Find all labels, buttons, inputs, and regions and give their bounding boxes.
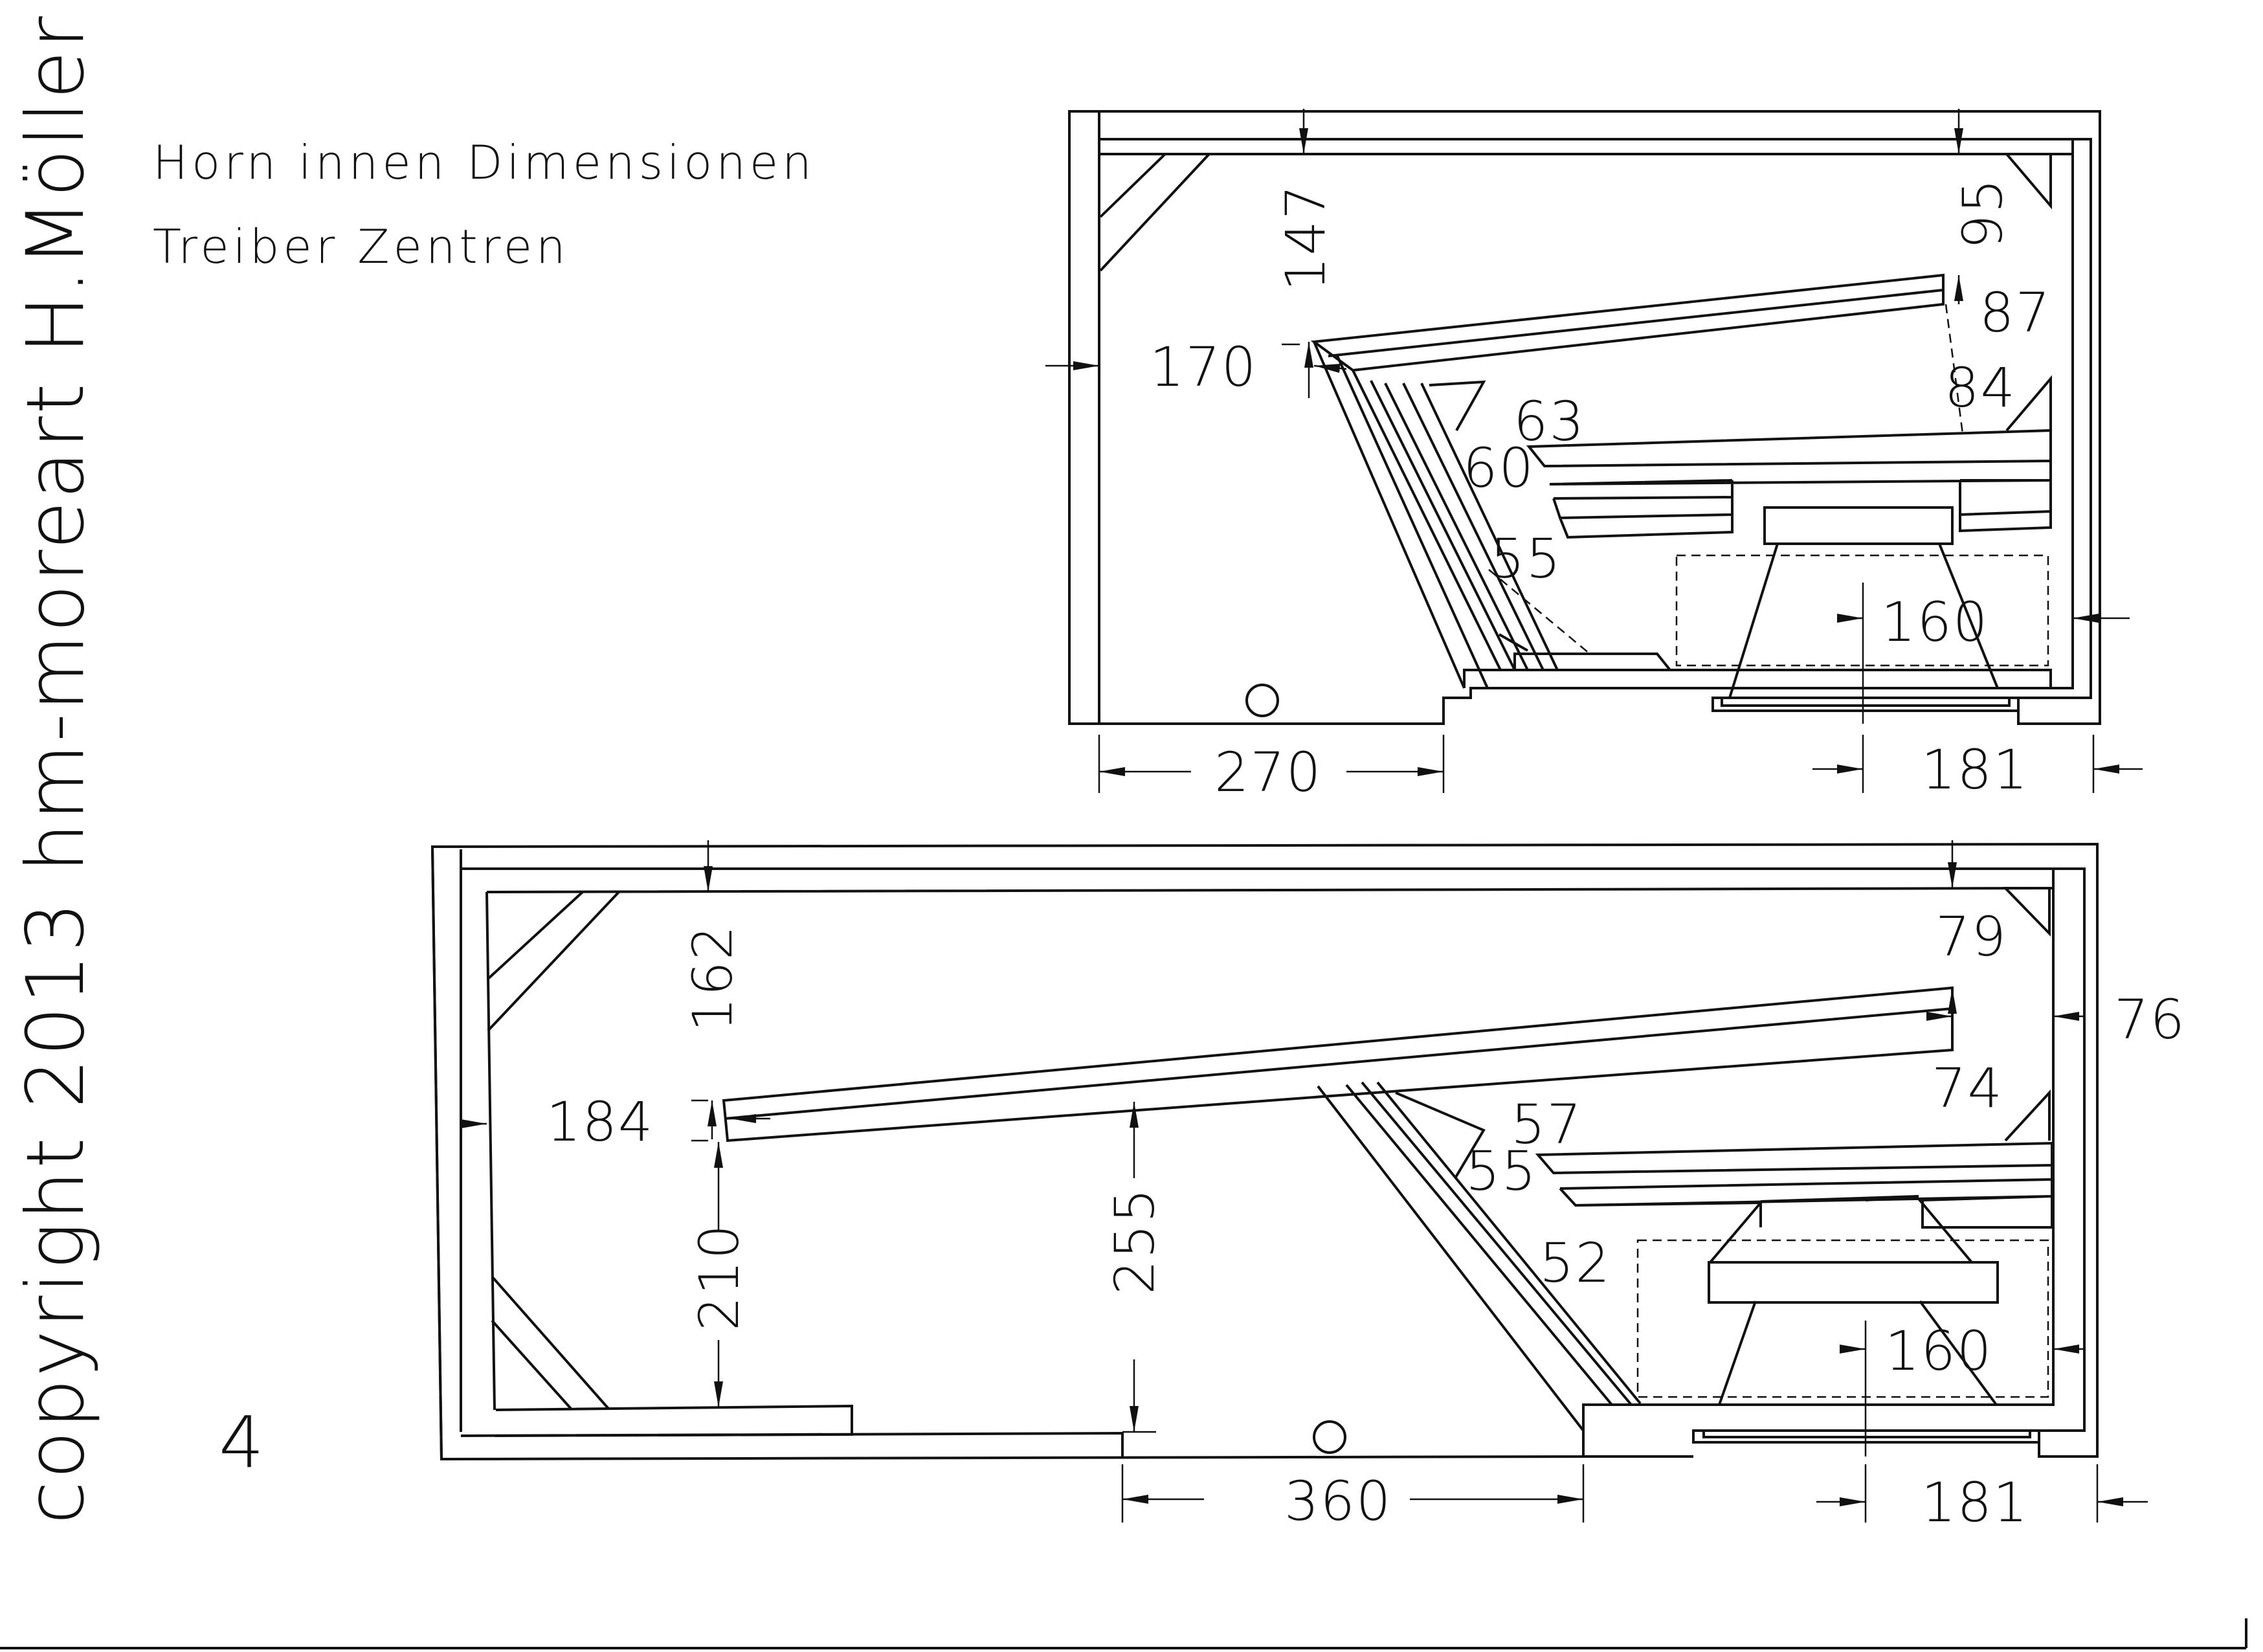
top-dim-84: 84 — [1945, 356, 2016, 419]
top-dim-160: 160 — [1881, 590, 1989, 654]
bottom-port-circle — [1313, 1420, 1346, 1454]
bottom-corner-brace-right — [2002, 887, 2051, 937]
top-driver-outline-dashed — [1675, 554, 2049, 667]
top-driver-magnet — [1763, 506, 1954, 545]
top-throat-panels — [1313, 341, 1559, 689]
top-driver-cone — [1728, 543, 1999, 698]
bottom-dim-76: 76 — [2114, 988, 2186, 1051]
top-port-circle — [1245, 684, 1279, 717]
bottom-left-panel — [460, 849, 496, 1432]
top-dim-87: 87 — [1979, 281, 2051, 344]
bottom-dim-210: 210 — [687, 1223, 751, 1331]
top-dim-63: 63 — [1513, 390, 1585, 453]
bottom-dim-360: 360 — [1284, 1469, 1392, 1533]
top-dim-55: 55 — [1490, 527, 1562, 590]
top-corner-brace-right-lower — [2005, 375, 2052, 432]
bottom-dim-184: 184 — [546, 1090, 654, 1154]
bottom-floor-step — [460, 1404, 1124, 1457]
top-dim-147: 147 — [1274, 184, 1337, 291]
bottom-corner-brace-left — [487, 891, 620, 1032]
top-dim-60: 60 — [1463, 436, 1535, 500]
note-horn-dimensions: Horn innen Dimensionen — [153, 135, 816, 190]
top-dim-95: 95 — [1951, 177, 2014, 249]
top-dim-170: 170 — [1150, 335, 1257, 399]
bottom-dim-74: 74 — [1932, 1056, 2003, 1120]
bottom-driver-cone — [1709, 1195, 1998, 1406]
copyright-text: copyright 2013 hm-moreart H.Möller — [10, 14, 102, 1524]
bottom-dim-160: 160 — [1885, 1319, 1992, 1383]
bottom-driver-magnet — [1708, 1261, 1999, 1304]
bottom-cabinet: 162 79 76 184 74 57 55 52 210 255 160 36… — [430, 840, 2186, 1534]
page-border-bottom — [0, 1618, 2247, 1649]
top-cabinet: 147 95 87 170 84 63 60 55 160 270 181 — [1045, 109, 2143, 804]
top-dim-181: 181 — [1921, 738, 2029, 801]
top-throat-floor — [1463, 653, 2052, 688]
top-dim-270: 270 — [1214, 741, 1322, 804]
bottom-throat-panels — [1317, 1081, 1642, 1432]
bottom-dim-55: 55 — [1466, 1139, 1537, 1203]
bottom-dim-79: 79 — [1935, 905, 2007, 968]
page-number: 4 — [219, 1401, 264, 1484]
top-lower-horn-panels — [1526, 429, 2052, 539]
bottom-dim-255: 255 — [1103, 1187, 1166, 1295]
top-top-panel — [1099, 138, 2074, 155]
bottom-dim-162: 162 — [681, 924, 744, 1032]
bottom-lower-horn-panels — [1535, 1141, 2053, 1229]
bottom-corner-brace-right-lower — [2004, 1089, 2051, 1142]
top-corner-brace-left — [1099, 153, 1210, 272]
bottom-corner-brace-left-lower — [491, 1275, 610, 1410]
note-driver-centers: Treiber Zentren — [153, 219, 570, 274]
top-corner-brace-right — [2003, 153, 2052, 210]
bottom-dim-52: 52 — [1539, 1231, 1611, 1295]
bottom-upper-horn-panel — [722, 986, 1954, 1143]
bottom-top-panel — [461, 867, 2055, 893]
top-upper-horn-panel — [1310, 273, 1945, 372]
bottom-dim-181: 181 — [1921, 1471, 2029, 1534]
bottom-dim-57: 57 — [1511, 1093, 1583, 1156]
